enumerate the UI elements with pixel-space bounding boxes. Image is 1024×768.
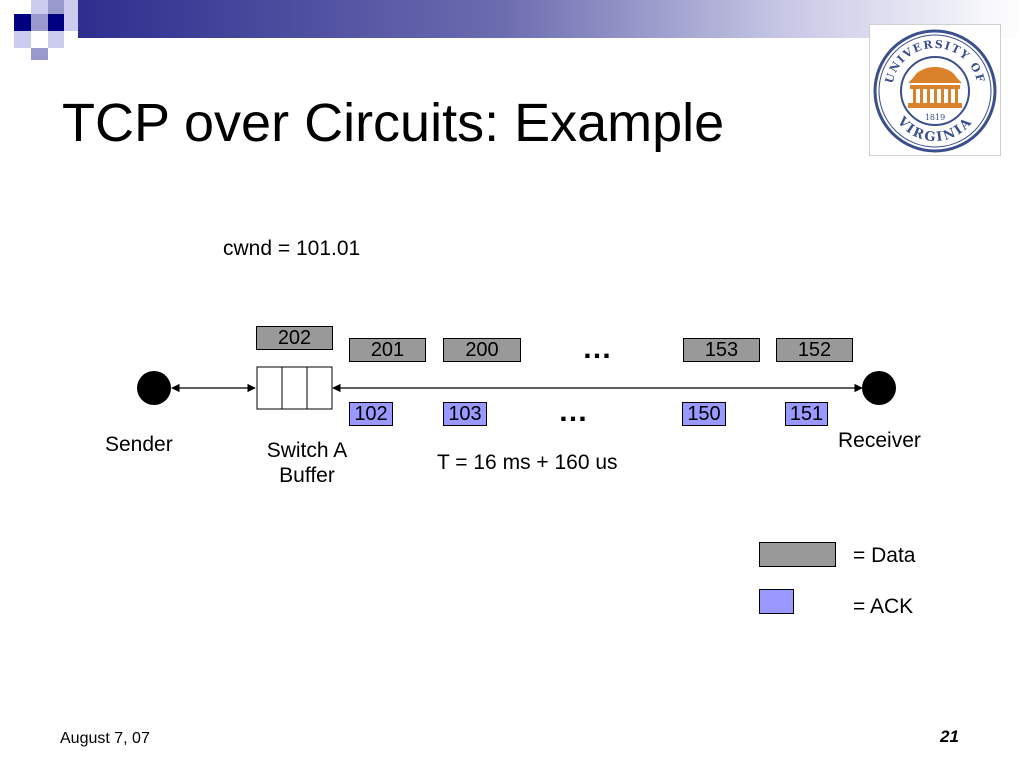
switch-label-line: Switch A — [266, 439, 348, 462]
ack-packet: 150 — [682, 402, 726, 426]
legend-data-label: = Data — [853, 544, 916, 567]
legend-ack-label: = ACK — [853, 595, 914, 618]
switch-label-line: Buffer — [279, 464, 335, 488]
corner-square — [64, 14, 78, 31]
corner-square — [31, 48, 48, 60]
switch-buffer — [256, 366, 333, 410]
university-seal-logo: UNIVERSITY OF VIRGINIA 1819 — [869, 24, 1001, 156]
corner-square — [14, 14, 31, 31]
cwnd-label: cwnd = 101.01 — [223, 237, 361, 260]
legend-ack-swatch — [759, 589, 794, 614]
delay-label: T = 16 ms + 160 us — [437, 451, 618, 474]
slide-title: TCP over Circuits: Example — [62, 93, 725, 153]
ack-packet: 151 — [785, 402, 828, 426]
data-ellipsis: … — [582, 332, 613, 365]
corner-square — [48, 31, 64, 48]
ack-ellipsis: … — [558, 395, 589, 428]
corner-square — [48, 0, 64, 14]
corner-square — [31, 0, 48, 14]
corner-square — [31, 14, 48, 31]
buffer-packet: 202 — [256, 326, 333, 350]
seal-year: 1819 — [925, 113, 945, 122]
corner-square — [48, 14, 64, 31]
data-packet: 152 — [776, 338, 853, 362]
data-packet: 153 — [683, 338, 760, 362]
switch-buffer-label: Switch A Buffer — [252, 438, 362, 488]
ack-packet: 102 — [349, 402, 393, 426]
seal-icon: UNIVERSITY OF VIRGINIA 1819 — [873, 29, 997, 153]
sender-label: Sender — [105, 433, 173, 456]
corner-square — [14, 31, 31, 48]
sender-node — [137, 371, 171, 405]
ack-packet: 103 — [443, 402, 487, 426]
page-number: 21 — [940, 727, 959, 746]
data-packet: 201 — [349, 338, 426, 362]
legend-data-swatch — [759, 542, 836, 567]
receiver-node — [862, 371, 896, 405]
footer-date: August 7, 07 — [60, 730, 150, 747]
corner-square — [64, 0, 78, 14]
data-packet: 200 — [443, 338, 521, 362]
header-gradient-bar — [78, 0, 1024, 38]
receiver-label: Receiver — [838, 429, 921, 452]
